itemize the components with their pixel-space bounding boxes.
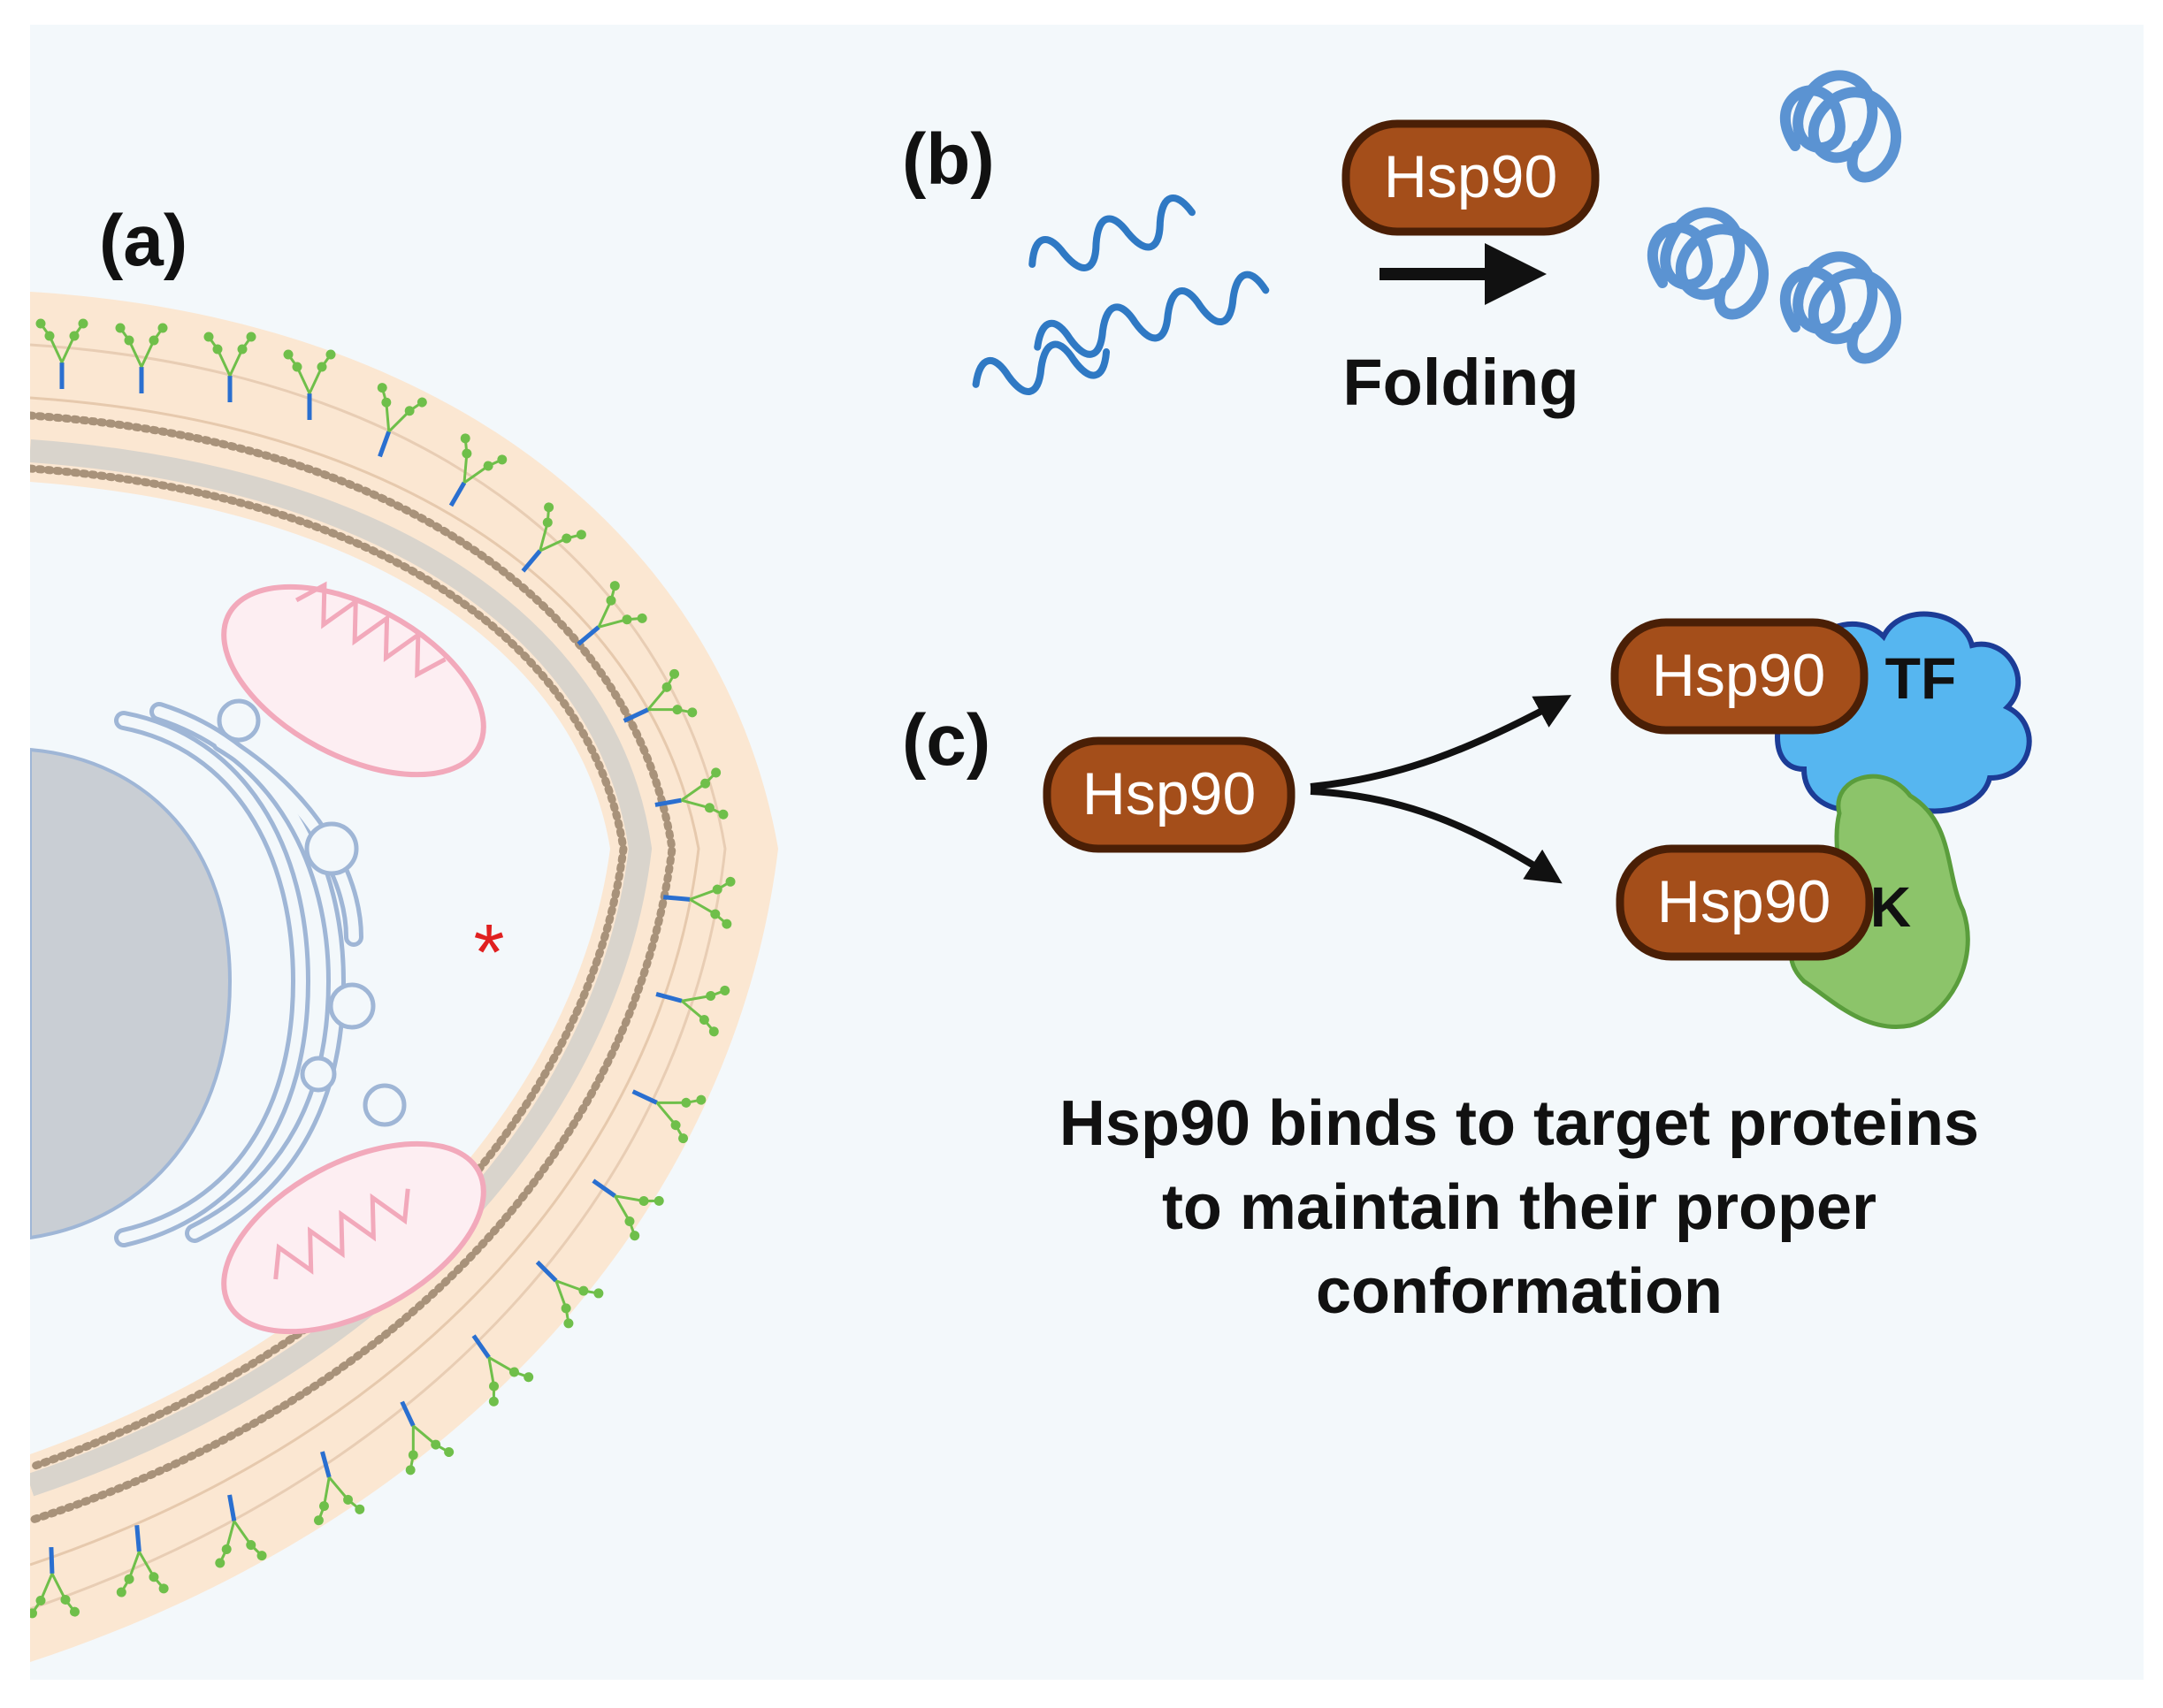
panel-c-label: (c) [902,700,990,781]
hsp90-label-tf: Hsp90 [1652,642,1826,709]
asterisk-marker: * [473,909,504,997]
glycan-chain-group [30,318,736,1619]
caption-line-3: conformation [1316,1256,1723,1327]
caption-line-1: Hsp90 binds to target proteins [1059,1088,1979,1159]
panel-a-cell: * [30,292,778,1662]
hsp90-pill-c-source: Hsp90 [1043,736,1296,853]
kinase-complex: K Hsp90 [1616,774,1970,1029]
unfolded-protein-chains [972,194,1270,395]
nucleus [30,747,233,1240]
folding-label: Folding [1342,346,1578,419]
arrow-to-tf-complex [1310,695,1572,790]
vesicle-group [217,698,407,1127]
mitochondrion-top [221,581,486,778]
folded-proteins [1647,70,1901,364]
membrane-outer-leaflet [30,411,676,1525]
kinase-label: K [1870,875,1911,939]
hsp90-label-c-source: Hsp90 [1082,760,1257,827]
wall-fiber [30,396,700,1567]
tf-label: TF [1885,645,1957,711]
hsp90-pill-b: Hsp90 [1341,119,1600,236]
panel-b-label: (b) [902,119,995,200]
mitochondrion-bottom [221,1140,486,1335]
tf-complex: TF Hsp90 [1610,611,2032,814]
panel-a-label: (a) [99,201,187,281]
membrane-core [30,439,653,1497]
hsp90-label-k: Hsp90 [1657,868,1831,935]
hsp90-label-b: Hsp90 [1384,143,1558,210]
arrow-to-k-complex [1310,788,1563,884]
caption-line-2: to maintain their proper [1162,1172,1876,1243]
